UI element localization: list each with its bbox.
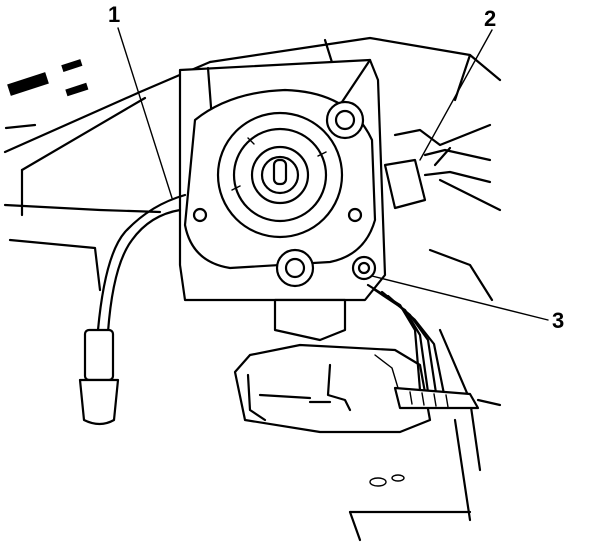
callout-2: 2	[484, 6, 496, 31]
callout-1: 1	[108, 2, 120, 27]
lower-details	[348, 474, 472, 542]
leader-line-2	[419, 29, 493, 161]
ignition-lock-housing	[183, 88, 377, 288]
leader-line-3	[371, 275, 549, 321]
wiring-harness	[366, 283, 502, 410]
leader-line-1	[117, 27, 173, 199]
switch-body	[233, 298, 432, 434]
item-2-connector	[383, 123, 492, 210]
background-panel	[3, 36, 502, 522]
callout-3: 3	[552, 308, 564, 333]
item-1-cable	[78, 193, 187, 426]
leader-lines	[117, 27, 549, 321]
item-3-screw	[351, 255, 377, 281]
